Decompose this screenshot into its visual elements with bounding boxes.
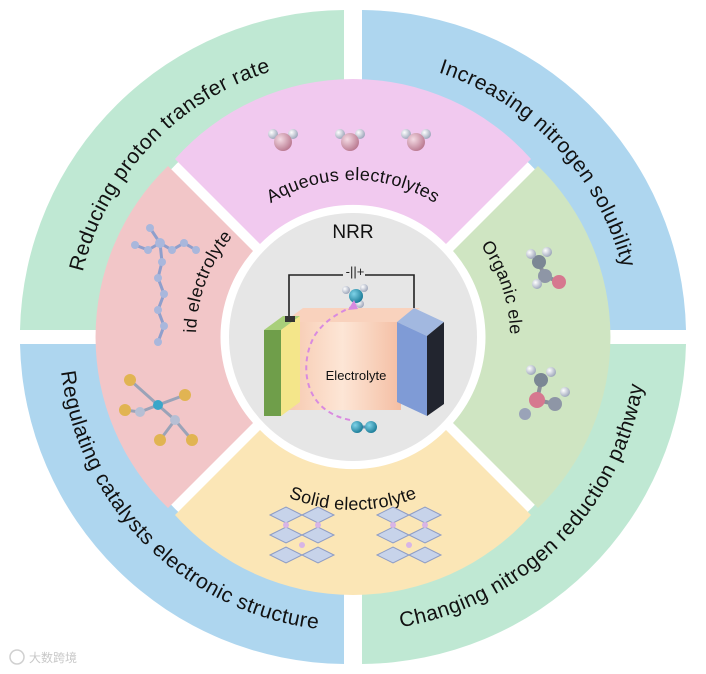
outer-sector-catalyst — [20, 344, 344, 664]
reaction-arrowhead — [348, 300, 358, 310]
circuit-wire — [365, 274, 415, 318]
watermark-logo — [9, 649, 25, 665]
inner-sector-aqueous — [175, 78, 531, 245]
water-molecule-icon — [401, 129, 431, 151]
left-electrode — [264, 330, 281, 416]
outer-sector-solubility — [362, 10, 686, 330]
nitrogen-molecule-icon — [351, 421, 377, 433]
inner-sector-solid — [175, 430, 531, 596]
right-electrode — [397, 322, 427, 416]
organic-molecule-icon — [519, 365, 570, 420]
ammonia-molecule-icon — [342, 284, 368, 308]
watermark-text: 大数跨境 — [29, 650, 77, 665]
organic-molecule-icon — [526, 247, 566, 289]
battery-icon: -||+ — [346, 264, 365, 279]
center-core: NRR -||+ Electrolyte — [229, 213, 477, 461]
outer-sector-proton — [20, 10, 344, 330]
reaction-path-arrow — [305, 305, 355, 421]
inner-sector-organic — [453, 166, 611, 508]
ionic-liquid-anion-icon — [119, 374, 198, 446]
crystal-lattice-icon — [268, 506, 336, 564]
circuit-wire — [288, 274, 343, 318]
inner-sector-ionic — [95, 166, 253, 508]
left-electrode — [281, 316, 300, 416]
right-electrode — [397, 308, 444, 336]
center-title: NRR — [332, 222, 373, 243]
watermark: 大数跨境 — [9, 649, 77, 665]
electrode-tab — [285, 316, 295, 322]
water-molecule-icon — [335, 129, 365, 151]
ionic-liquid-chain-icon — [131, 224, 200, 346]
electrolyte-label: Electrolyte — [326, 368, 387, 383]
water-molecule-icon — [268, 129, 298, 151]
right-electrode — [427, 322, 444, 416]
electrolyte-body — [284, 308, 420, 322]
electrolyte-body — [284, 322, 401, 410]
outer-sector-pathway — [362, 344, 686, 664]
crystal-lattice-icon — [375, 506, 443, 564]
